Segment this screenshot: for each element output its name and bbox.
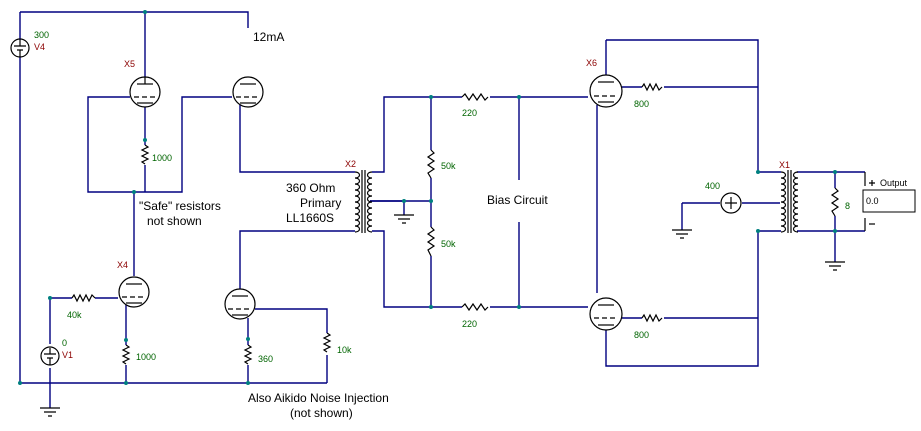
r-noise-load-value: 10k: [337, 345, 352, 355]
text-labels: 300 V4 X5 12mA 1000 "Safe" resistors not…: [34, 30, 908, 420]
tube-noise: [224, 288, 256, 320]
wires: [19, 11, 865, 408]
aikido-line1: Also Aikido Noise Injection: [248, 391, 389, 405]
bias-circuit-label: Bias Circuit: [487, 193, 548, 207]
voltage-source-v4: [10, 38, 30, 58]
output-meter: [862, 172, 916, 231]
safe-resistors-line2: not shown: [147, 214, 202, 228]
resistors: [71, 82, 840, 365]
current-label: 12mA: [253, 30, 284, 44]
x4-ref: X4: [117, 260, 128, 270]
tube-x4: [118, 276, 150, 308]
r-x4-cathode-value: 1000: [136, 352, 156, 362]
transformer-x1: [780, 170, 799, 233]
v4-value: 300: [34, 30, 49, 40]
transformer-x2: [354, 170, 373, 233]
primary-line3: LL1660S: [286, 211, 334, 225]
tube-x6-bottom: [589, 297, 623, 331]
r-x5-cathode-value: 1000: [152, 153, 172, 163]
v1-value: 0: [62, 338, 67, 348]
x1-ref: X1: [779, 160, 790, 170]
meter-title: Output: [880, 178, 908, 188]
r-noise-cathode-value: 360: [258, 354, 273, 364]
r-grid-bottom-value: 220: [462, 319, 477, 329]
aikido-line2: (not shown): [290, 406, 353, 420]
primary-line2: Primary: [300, 196, 341, 210]
x2-ref: X2: [345, 159, 356, 169]
safe-resistors-line1: "Safe" resistors: [139, 199, 221, 213]
voltage-source-400: [720, 192, 742, 214]
r-grid-top-value: 220: [462, 108, 477, 118]
v1-ref: V1: [62, 350, 73, 360]
v-source-400-value: 400: [705, 181, 720, 191]
tube-x-upper-right: [232, 76, 264, 108]
tube-x6-top: [589, 74, 623, 108]
r-x6-bottom-value: 800: [634, 330, 649, 340]
r-bias-bottom-value: 50k: [441, 239, 456, 249]
x5-ref: X5: [124, 59, 135, 69]
r-bias-top-value: 50k: [441, 161, 456, 171]
r-x6-top-value: 800: [634, 99, 649, 109]
tube-x5: [129, 76, 161, 108]
ground-symbols: [40, 214, 845, 417]
meter-value: 0.0: [866, 196, 879, 206]
voltage-source-v1: [40, 346, 60, 366]
v4-ref: V4: [34, 42, 45, 52]
junction-dots: [18, 10, 837, 385]
x6-ref: X6: [586, 58, 597, 68]
primary-line1: 360 Ohm: [286, 181, 335, 195]
r-load-value: 8: [845, 201, 850, 211]
r-x4-grid-value: 40k: [67, 310, 82, 320]
